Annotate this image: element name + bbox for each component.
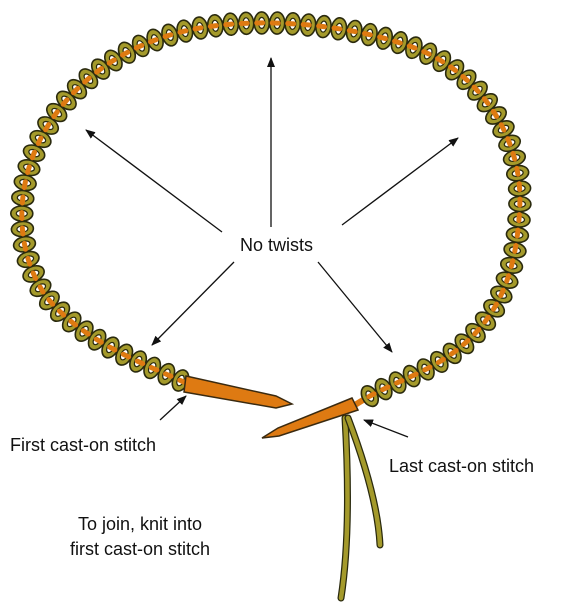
arrow-last-stitch [364,420,408,437]
yarn-tail [341,418,380,598]
arrow-first-stitch [160,396,186,420]
arrow-lower-right [318,262,392,352]
left-needle-tip [184,376,292,408]
no-twists-label: No twists [240,234,313,256]
join-instruction-line-1: To join, knit into [70,512,210,537]
arrow-upper-right [342,138,458,225]
last-cast-on-stitch-label: Last cast-on stitch [389,455,534,477]
arrow-lower-left [152,262,234,345]
arrow-upper-left [86,130,222,232]
join-instruction: To join, knit into first cast-on stitch [70,512,210,562]
first-cast-on-stitch-label: First cast-on stitch [10,434,156,456]
join-instruction-line-2: first cast-on stitch [70,537,210,562]
